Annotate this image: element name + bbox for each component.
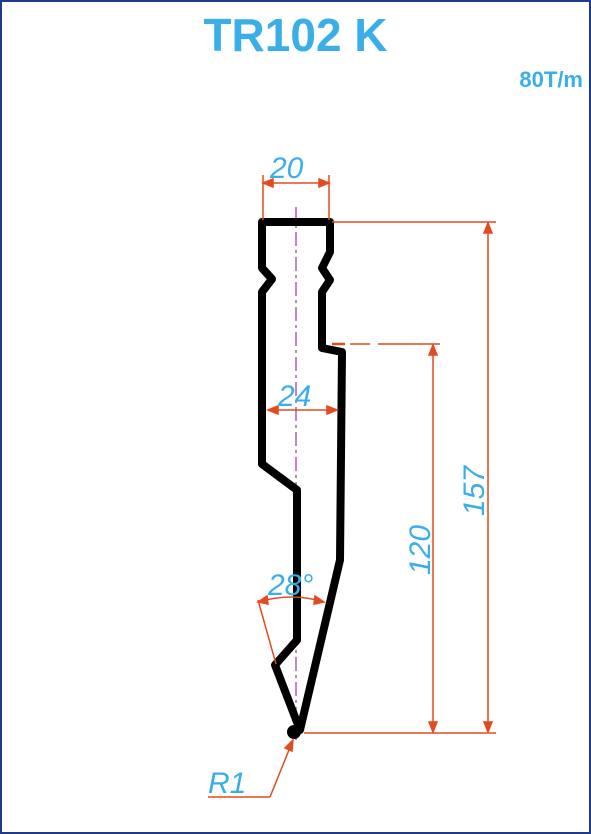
mid-width-dimension (265, 404, 340, 416)
capacity-label: 80T/m (519, 67, 583, 92)
tool-title: TR102 K (203, 9, 388, 61)
height-extension-lines (304, 221, 496, 734)
angle-label: 28° (267, 569, 313, 602)
working-height-dimension (427, 342, 439, 735)
tool-profile (258, 218, 346, 734)
top-width-dimension (260, 175, 332, 220)
radius-label: R1 (208, 767, 246, 800)
tip-radius-marker (287, 725, 301, 739)
total-height-dimension (482, 220, 494, 735)
working-height-label: 120 (404, 525, 437, 575)
angle-dimension (256, 594, 326, 665)
top-width-label: 20 (269, 152, 304, 185)
mid-width-label: 24 (277, 380, 311, 413)
total-height-label: 157 (458, 465, 491, 516)
radius-leader (208, 738, 294, 798)
